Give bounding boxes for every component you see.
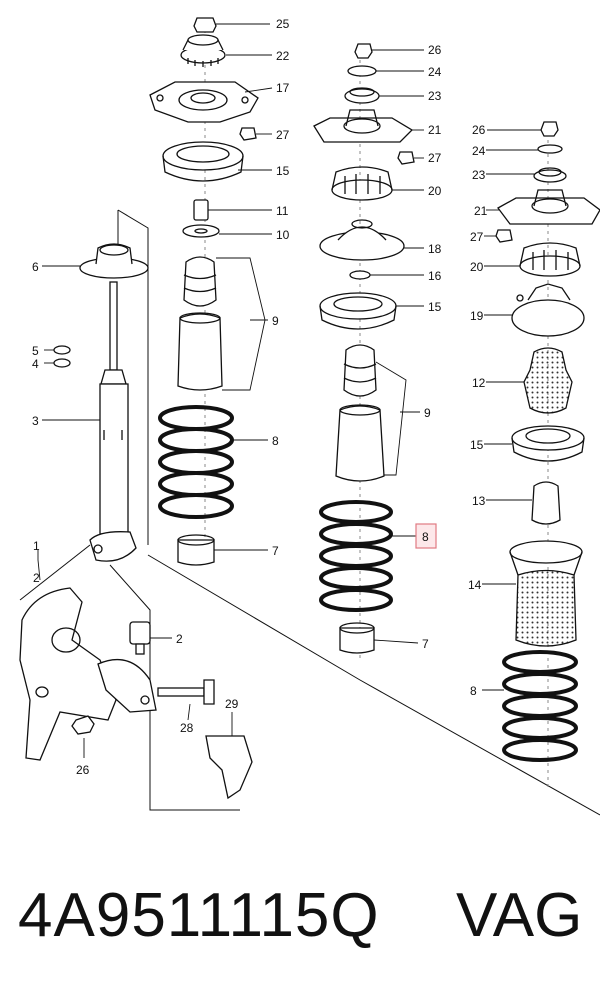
callout-4: 4 <box>32 357 39 371</box>
bearing-20a <box>331 166 393 201</box>
spring-8b <box>319 500 393 612</box>
callout-26: 26 <box>428 43 442 57</box>
callout-1: 1 <box>33 539 40 553</box>
washer-16 <box>349 270 371 280</box>
callout-24: 24 <box>472 144 486 158</box>
bump-stop-9b <box>343 344 377 397</box>
callout-26: 26 <box>76 763 90 777</box>
callout-24: 24 <box>428 65 442 79</box>
callout-7: 7 <box>422 637 429 651</box>
callout-8: 8 <box>272 434 279 448</box>
nut-27c <box>495 229 513 243</box>
bracket-29 <box>205 735 253 800</box>
bearing-23b <box>533 167 567 183</box>
callout-23: 23 <box>428 89 442 103</box>
callout-25: 25 <box>276 17 290 31</box>
callout-6: 6 <box>32 260 39 274</box>
callout-15: 15 <box>276 164 290 178</box>
callout-15: 15 <box>470 438 484 452</box>
shock-rod-3 <box>89 281 137 562</box>
mount-21b <box>497 189 600 225</box>
callout-29: 29 <box>225 697 239 711</box>
footer: 4A9511115Q VAG <box>0 880 600 990</box>
top-mount-6 <box>79 243 149 279</box>
bump-stop-12 <box>523 347 573 414</box>
nut-27a <box>239 127 257 141</box>
callout-9: 9 <box>272 314 279 328</box>
spring-8c <box>502 650 578 762</box>
callout-2: 2 <box>176 632 183 646</box>
dust-boot-9b <box>335 404 385 482</box>
callout-8: 8 <box>470 684 477 698</box>
strut-mount-17 <box>149 81 259 123</box>
callout-2: 2 <box>33 571 40 585</box>
callout-27: 27 <box>428 151 442 165</box>
callout-15: 15 <box>428 300 442 314</box>
callout-8: 8 <box>422 530 429 544</box>
seat-19 <box>511 283 585 337</box>
bump-cup-7b <box>339 622 375 654</box>
nut-26c <box>540 121 559 137</box>
dust-boot-9a <box>177 312 223 391</box>
callout-21: 21 <box>474 204 488 218</box>
nut-25 <box>193 17 217 33</box>
bolt-28 <box>157 679 215 705</box>
callout-14: 14 <box>468 578 482 592</box>
oring-5 <box>53 345 71 355</box>
callout-28: 28 <box>180 721 194 735</box>
mount-21a <box>313 109 414 143</box>
brand-name: VAG <box>456 881 583 950</box>
seat-15a <box>162 141 244 182</box>
callout-labels: 25 22 17 27 15 11 10 9 8 7 6 5 4 3 1 2 2… <box>32 17 488 777</box>
callout-10: 10 <box>276 228 290 242</box>
bearing-23a <box>344 87 380 104</box>
callout-9: 9 <box>424 406 431 420</box>
callout-27: 27 <box>276 128 290 142</box>
washer-10 <box>182 224 220 238</box>
bracket-arm <box>97 658 157 713</box>
washer-24a <box>347 65 377 77</box>
callout-27: 27 <box>470 230 484 244</box>
bearing-22 <box>180 34 226 67</box>
sleeve-11 <box>193 199 209 221</box>
washer-24b <box>537 144 563 154</box>
callout-23: 23 <box>472 168 486 182</box>
bump-stop-9a <box>183 256 217 307</box>
callout-16: 16 <box>428 269 442 283</box>
callout-19: 19 <box>470 309 484 323</box>
knuckle-1 <box>19 587 117 761</box>
callout-5: 5 <box>32 344 39 358</box>
bearing-20b <box>519 242 581 277</box>
sensor-2 <box>129 621 151 655</box>
callout-13: 13 <box>472 494 486 508</box>
nut-26b <box>354 43 373 59</box>
oring-4 <box>53 358 71 368</box>
callout-20: 20 <box>470 260 484 274</box>
leader-lines <box>37 23 541 758</box>
callout-18: 18 <box>428 242 442 256</box>
callout-12: 12 <box>472 376 486 390</box>
seat-15b <box>319 292 397 330</box>
sleeve-13 <box>531 481 561 525</box>
callout-11: 11 <box>276 204 289 218</box>
spring-8a <box>158 405 234 519</box>
seat-18 <box>319 219 405 261</box>
boot-14 <box>509 540 583 647</box>
callout-3: 3 <box>32 414 39 428</box>
nut-26a <box>71 715 95 735</box>
callout-20: 20 <box>428 184 442 198</box>
callout-7: 7 <box>272 544 279 558</box>
callout-21: 21 <box>428 123 442 137</box>
suspension-exploded-diagram: 25 22 17 27 15 11 10 9 8 7 6 5 4 3 1 2 2… <box>19 17 600 816</box>
highlight-box <box>415 523 437 549</box>
callout-26: 26 <box>472 123 486 137</box>
part-number: 4A9511115Q <box>18 881 380 950</box>
callout-17: 17 <box>276 81 290 95</box>
callout-22: 22 <box>276 49 290 63</box>
seat-15c <box>511 425 585 462</box>
nut-27b <box>397 151 415 165</box>
bump-cup-7a <box>177 534 215 566</box>
